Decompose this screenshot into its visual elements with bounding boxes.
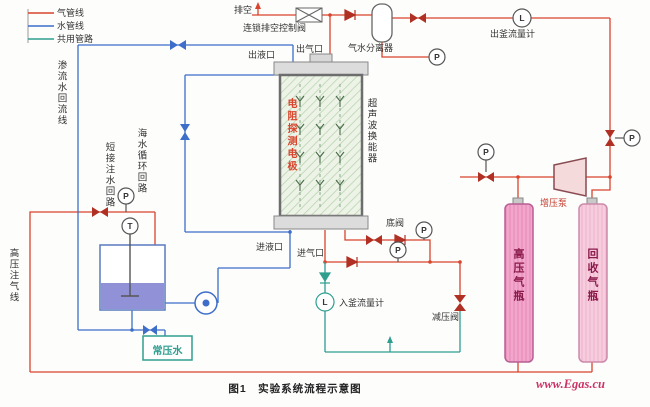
pump-hub-icon (202, 299, 210, 307)
bottom-valve (366, 235, 382, 245)
pressure-gauge-gas-inlet (389, 241, 407, 259)
valve-short-loop (180, 124, 190, 140)
separator-drain-line (381, 42, 429, 58)
reactor-vessel (273, 53, 369, 230)
valve-cylinder-manifold (478, 172, 494, 182)
legend-shared-label: 共用管路 (57, 34, 94, 44)
valve-hp-injection (92, 207, 108, 217)
electrode-sensors (295, 95, 345, 191)
liquid-inlet-label: 进液口 (256, 242, 284, 252)
recovery-cylinder-label: 回收气瓶 (586, 248, 598, 304)
short-loop-label: 短接注水回路 (103, 142, 115, 208)
valves (92, 13, 615, 335)
check-valve-vent (344, 9, 357, 21)
pressure-gauge-separator (428, 48, 446, 66)
watermark-text: www.Egas.cu (536, 377, 606, 391)
valve-separator-outlet (410, 13, 426, 23)
reducer-valve-label: 减压阀 (432, 312, 460, 322)
instruments (117, 8, 641, 312)
gas-outlet-label: 出气口 (296, 44, 324, 54)
gas-piping (29, 2, 612, 373)
valve-seepage-line (170, 40, 186, 50)
pressure-letter: P (483, 147, 489, 157)
check-valve-gas-inlet (346, 256, 359, 268)
reactor-lid (273, 61, 369, 76)
seepage-line-label: 渗流水回流线 (55, 60, 67, 126)
pressure-letter: P (395, 245, 401, 255)
hp-cylinder-label: 高压气瓶 (512, 248, 524, 304)
legend-water-label: 水管线 (57, 21, 85, 31)
valve-tank-drain (143, 325, 157, 335)
water-tank (99, 234, 166, 311)
gas-water-separator-vessel (371, 3, 393, 43)
ambient-water-label: 常压水 (152, 346, 183, 357)
pressure-letter: P (629, 133, 635, 143)
pressure-gauge-right-line (623, 129, 641, 147)
booster-pump-symbol (553, 157, 587, 197)
pressure-letter: P (434, 52, 440, 62)
pressure-gauge-injection (117, 187, 135, 205)
circulation-pump (194, 291, 218, 315)
hp-gas-cylinder (504, 197, 534, 363)
hp-injection-label: 高压注气线 (7, 248, 19, 303)
flow-letter: L (519, 13, 525, 23)
temperature-sensor (121, 217, 139, 235)
reactor-wall (278, 73, 364, 218)
pressure-letter: P (421, 225, 427, 235)
inlet-flowmeter-circle (315, 292, 335, 312)
shared-piping (324, 262, 461, 353)
hp-injection-line (29, 211, 155, 372)
out-flowmeter-label: 出釜流量计 (490, 29, 536, 39)
stirrer-icon (121, 234, 139, 297)
vent-arrow-icon (255, 2, 261, 9)
pressure-gauge-bottom-line (415, 221, 433, 239)
seawater-loop-label: 海水循环回路 (135, 128, 147, 194)
reactor-top-cap (309, 53, 333, 63)
vent-label: 排空 (234, 5, 253, 15)
outlet-flowmeter-circle (512, 8, 532, 28)
valve-right-line (605, 130, 615, 146)
separator-label: 气水分离器 (348, 43, 394, 53)
reactor-bottom-flange (273, 215, 369, 230)
legend-gas-label: 气管线 (57, 8, 85, 18)
temperature-letter: T (127, 221, 133, 231)
ambient-water-box (142, 335, 193, 361)
pressure-letter: P (123, 191, 129, 201)
pressure-gauge-manifold (477, 143, 495, 161)
bottom-valve-line (344, 230, 431, 262)
sample-arrow-icon (387, 336, 393, 343)
recovery-gas-cylinder (578, 197, 608, 363)
legend-lines (27, 9, 54, 43)
electrode-label: 电阻探测电极 (285, 98, 296, 173)
booster-pump-label: 增压泵 (540, 198, 568, 208)
check-valve-flowmeter (318, 272, 332, 284)
ultrasonic-label: 超声波换能器 (365, 98, 377, 164)
recovery-neck-line (591, 177, 611, 204)
in-flowmeter-label: 入釜流量计 (339, 298, 385, 308)
interlock-vent-control-valve (295, 7, 323, 23)
interlock-valve-label: 连锁排空控制阀 (243, 23, 307, 33)
bottom-valve-label: 底阀 (386, 218, 405, 228)
flow-letter: L (322, 297, 328, 307)
figure-caption: 图1 实验系统流程示意图 (228, 383, 362, 395)
gas-inlet-label: 进气口 (297, 248, 325, 258)
pressure-reducer-valve (454, 295, 466, 311)
liquid-outlet-label: 出液口 (248, 50, 276, 60)
